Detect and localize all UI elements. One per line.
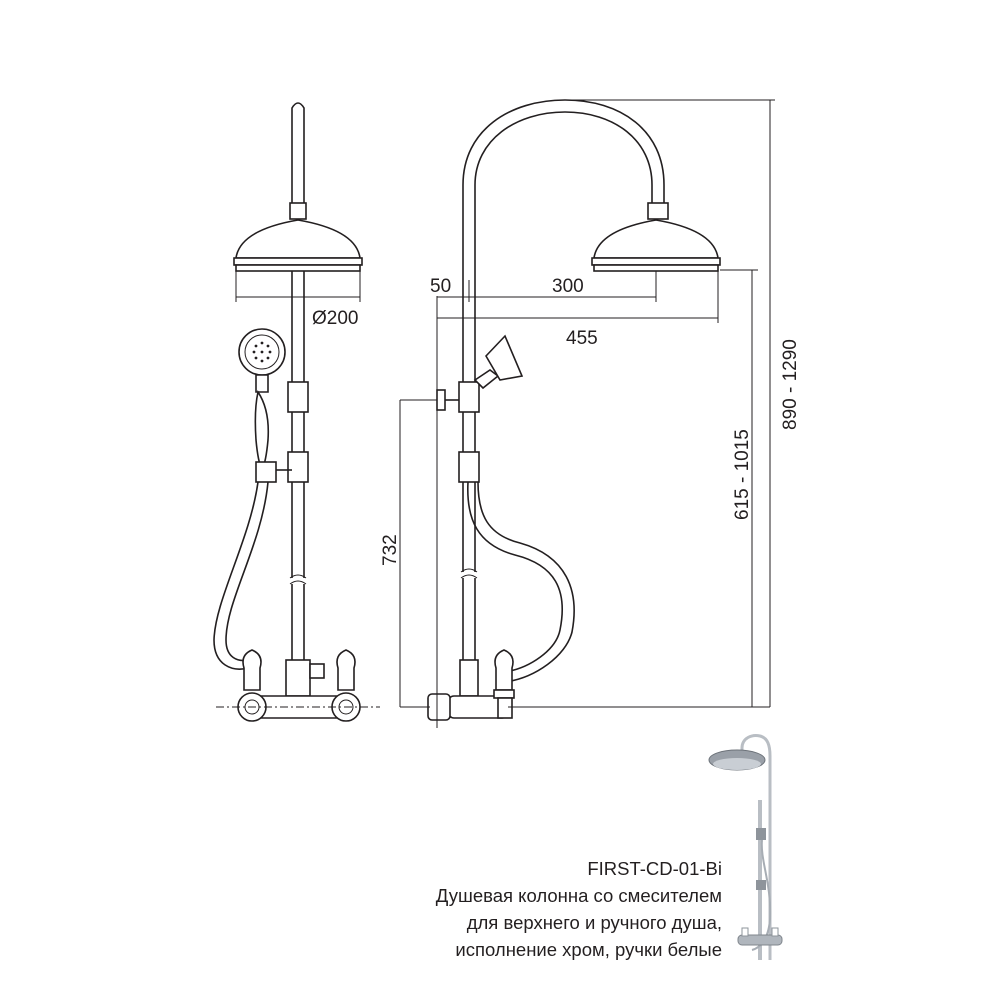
dim-overall-height: 890 - 1290: [780, 339, 801, 430]
description-line-2: для верхнего и ручного душа,: [466, 912, 722, 933]
description-line-1: Душевая колонна со смесителем: [435, 885, 722, 906]
front-view: [213, 102, 380, 722]
dim-total-reach: 455: [566, 328, 598, 349]
rain-shower-head: [235, 219, 361, 259]
dim-head-diameter: Ø200: [312, 308, 358, 329]
right-handle: [336, 649, 356, 691]
dim-mixer-to-head: 615 - 1015: [732, 429, 753, 520]
side-view: [427, 99, 721, 721]
dim-offset-wall: 50: [430, 276, 451, 297]
left-handle: [242, 649, 262, 691]
dimension-lines: [399, 99, 775, 728]
product-code: FIRST-CD-01-Bi: [587, 858, 722, 879]
dim-arm-reach: 300: [552, 276, 584, 297]
description-line-3: исполнение хром, ручки белые: [455, 939, 722, 960]
product-photo: [708, 734, 783, 960]
hand-shower-handle: [254, 389, 270, 472]
dim-hand-holder-height: 732: [380, 534, 401, 566]
hand-shower-side: [485, 334, 524, 381]
